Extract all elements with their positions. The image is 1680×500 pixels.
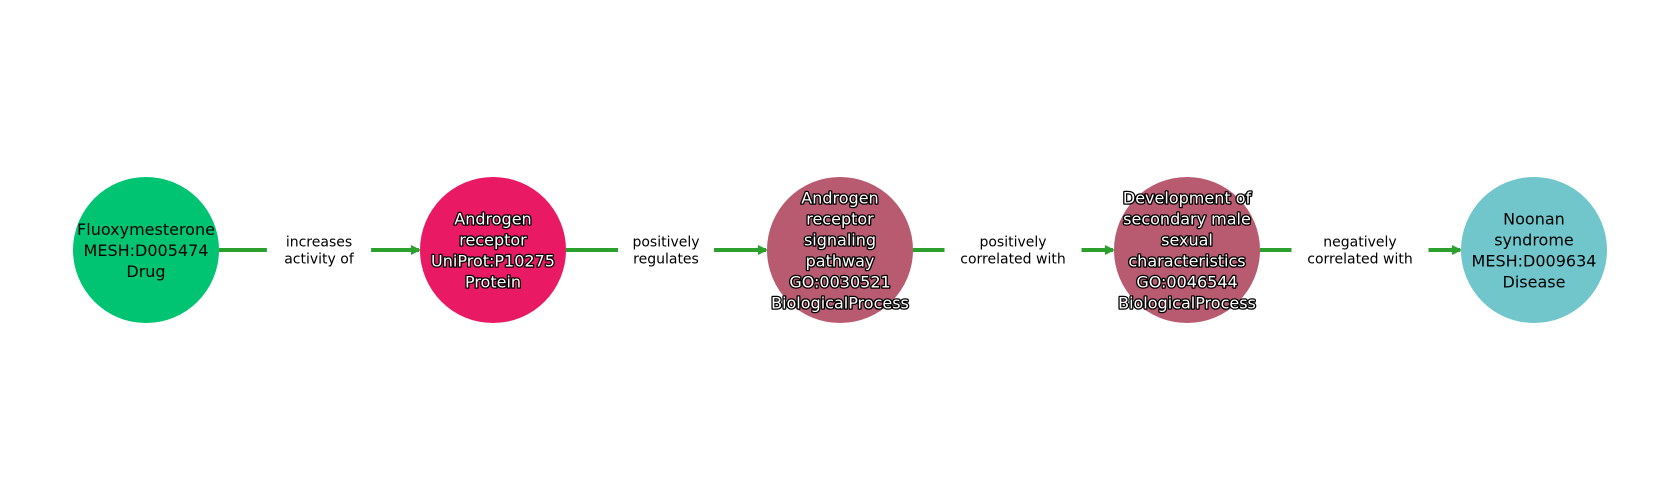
- edge-label: positively: [979, 235, 1046, 251]
- node-label: Disease: [1503, 273, 1566, 292]
- node-circle[interactable]: [767, 177, 913, 323]
- node-circle[interactable]: [73, 177, 219, 323]
- node-circle[interactable]: [1114, 177, 1260, 323]
- edge-label: correlated with: [960, 252, 1065, 268]
- node-label: Development of: [1123, 189, 1252, 208]
- node-label: Androgen: [801, 189, 878, 208]
- node-label: Drug: [126, 262, 165, 281]
- edge-label: increases: [286, 235, 352, 251]
- node-label: Protein: [465, 273, 521, 292]
- edge-label: activity of: [284, 252, 355, 268]
- edge-label: negatively: [1323, 235, 1396, 251]
- edge-label: regulates: [633, 252, 699, 268]
- node-label: Androgen: [454, 210, 531, 229]
- node-label: UniProt:P10275: [431, 252, 555, 271]
- node-label: receptor: [806, 210, 874, 229]
- node-label: GO:0030521: [789, 273, 890, 292]
- node-label: secondary male: [1123, 210, 1251, 229]
- node-label: GO:0046544: [1136, 273, 1237, 292]
- node-label: Noonan: [1503, 210, 1565, 229]
- edge-label: positively: [632, 235, 699, 251]
- node-label: characteristics: [1128, 252, 1245, 271]
- node-label: pathway: [806, 252, 875, 271]
- node-label: BiologicalProcess: [771, 294, 909, 313]
- node-circle[interactable]: [420, 177, 566, 323]
- node-label: MESH:D005474: [84, 241, 209, 260]
- node-label: sexual: [1161, 231, 1213, 250]
- node[interactable]: Development of secondary male sexual charac…: [1114, 177, 1260, 323]
- node[interactable]: Androgen receptor signaling pathwayGO:00305…: [767, 177, 913, 323]
- edge-label: correlated with: [1307, 252, 1412, 268]
- node-label: signaling: [804, 231, 876, 250]
- node-label: receptor: [459, 231, 527, 250]
- node-label: syndrome: [1494, 231, 1574, 250]
- node-circle[interactable]: [1461, 177, 1607, 323]
- node-label: MESH:D009634: [1472, 252, 1597, 271]
- node-label: BiologicalProcess: [1118, 294, 1256, 313]
- node-label: Fluoxymesterone: [77, 220, 215, 239]
